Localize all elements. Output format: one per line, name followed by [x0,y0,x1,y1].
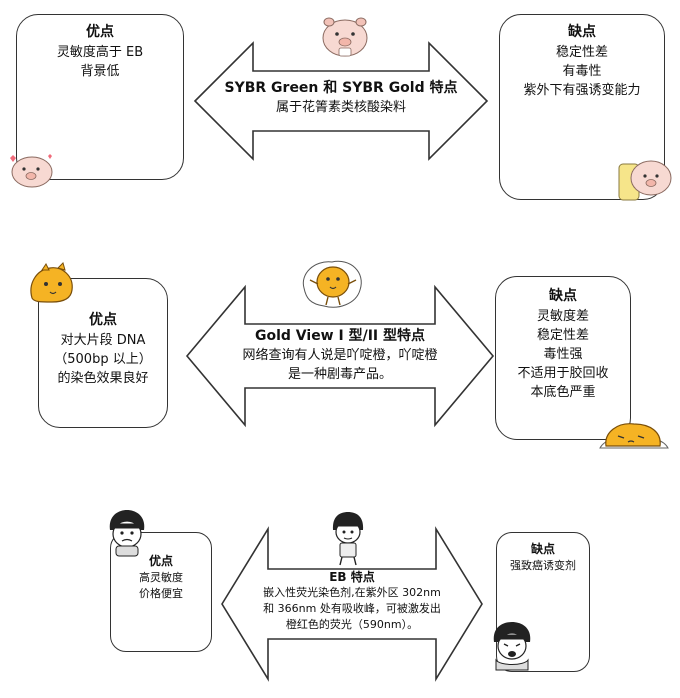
row2-feature-text: Gold View I 型/II 型特点 网络查询有人说是吖啶橙，吖啶橙 是一种… [210,327,470,384]
row3-cons-line: 强致癌诱变剂 [510,559,576,572]
row1-feature-text: SYBR Green 和 SYBR Gold 特点 属于花箐素类核酸染料 [215,79,467,117]
row2-pros-line: 的染色效果良好 [57,371,149,386]
row3-pros-line: 高灵敏度 [139,571,183,584]
row2-double-arrow [185,284,495,428]
row2-cons-line: 不适用于胶回收 [517,366,609,381]
row1-cons-line: 有毒性 [562,64,602,79]
row1-pros-line: 背景低 [80,64,120,79]
row2-cons-line: 稳定性差 [536,328,589,343]
row3-feature-text: EB 特点 嵌入性荧光染色剂,在紫外区 302nm 和 366nm 处有吸收峰，… [236,569,468,633]
row3-pros-line: 价格便宜 [139,587,183,600]
egg-yolk-sticker-icon [302,260,362,308]
row2-cons-box: 缺点 灵敏度差 稳定性差 毒性强 不适用于胶回收 本底色严重 [495,276,631,440]
pig-sticker-icon [10,154,53,188]
row1-cons-title: 缺点 [568,24,596,40]
row2-pros-line: （500bp 以上） [54,352,152,367]
row1-feature-title: SYBR Green 和 SYBR Gold 特点 [224,80,458,96]
row1-pros-box: 优点 灵敏度高于 EB 背景低 [16,14,184,180]
row2-cons-line: 本底色严重 [530,385,596,400]
pig-sticker-icon [322,17,368,57]
row1-double-arrow [193,41,489,161]
meme-face-sticker-icon [109,510,145,557]
row3-double-arrow [221,526,483,682]
row1-cons-line: 稳定性差 [555,45,608,60]
meme-face-sticker-icon [493,622,531,671]
row2-cons-line: 毒性强 [543,347,583,362]
row3-feature-line: 和 366nm 处有吸收峰，可被激发出 [263,602,441,615]
row2-pros-box: 优点 对大片段 DNA （500bp 以上） 的染色效果良好 [38,278,168,428]
row2-feature-line: 网络查询有人说是吖啶橙，吖啶橙 [242,348,438,363]
row3-feature-line: 橙红色的荧光（590nm）。 [285,618,419,631]
row1-pros-title: 优点 [86,24,114,40]
pig-sticker-icon [618,160,672,201]
row2-pros-title: 优点 [89,312,117,328]
row2-cons-title: 缺点 [549,288,577,304]
row1-pros-line: 灵敏度高于 EB [56,45,144,60]
row2-feature-line: 是一种剧毒产品。 [287,367,392,382]
egg-yolk-sticker-icon [599,423,669,449]
row3-cons-title: 缺点 [530,542,555,556]
row3-feature-title: EB 特点 [329,570,375,584]
row2-cons-line: 灵敏度差 [536,309,589,324]
row1-cons-line: 紫外下有强诱变能力 [523,83,641,98]
row2-feature-title: Gold View I 型/II 型特点 [255,328,425,344]
egg-yolk-sticker-icon [30,262,73,303]
row3-pros-box: 优点 高灵敏度 价格便宜 [110,532,212,652]
meme-face-sticker-icon [332,512,364,566]
row2-pros-line: 对大片段 DNA [60,333,146,348]
row3-pros-title: 优点 [148,554,173,568]
row3-feature-line: 嵌入性荧光染色剂,在紫外区 302nm [263,586,441,599]
row1-feature-line: 属于花箐素类核酸染料 [275,100,406,115]
